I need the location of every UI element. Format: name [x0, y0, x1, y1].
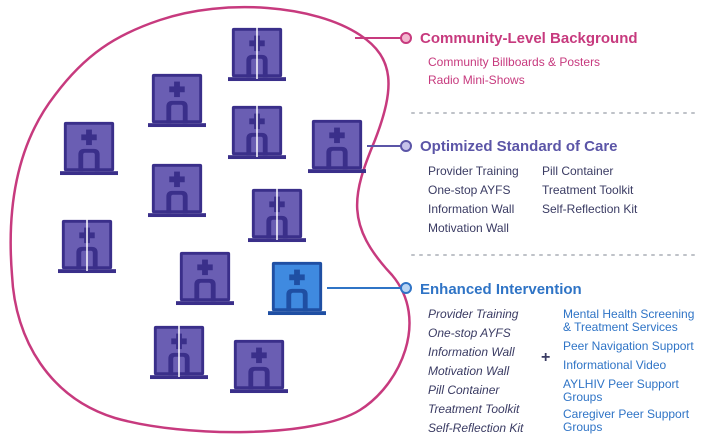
optimized-title: Optimized Standard of Care: [420, 138, 618, 155]
enhanced-item-aylhiv-1: AYLHIV Peer Support: [563, 377, 679, 391]
enhanced-item-pill-container: Pill Container: [428, 383, 500, 397]
enhanced-item-one-stop: One-stop AYFS: [428, 326, 511, 340]
enhanced-item-caregiver-2: Groups: [563, 420, 603, 434]
clinic-building-icon: [268, 261, 326, 316]
enhanced-item-mental-health-2: & Treatment Services: [563, 320, 678, 334]
clinic-building-icon: [60, 121, 118, 176]
clinic-building-icon: [248, 187, 306, 243]
enhanced-item-caregiver-1: Caregiver Peer Support: [563, 407, 690, 421]
enhanced-item-provider-training: Provider Training: [428, 307, 519, 321]
enhanced-item-aylhiv-2: Groups: [563, 390, 603, 404]
connector-community-dot: [400, 32, 412, 44]
enhanced-item-peer-navigation: Peer Navigation Support: [563, 339, 694, 353]
plus-sign: +: [541, 349, 551, 366]
clinic-building-icon: [308, 119, 366, 174]
clinic-building-icon: [148, 163, 206, 218]
optimized-item-information-wall: Information Wall: [428, 202, 515, 216]
optimized-item-provider-training: Provider Training: [428, 164, 519, 178]
enhanced-item-treatment-toolkit: Treatment Toolkit: [428, 402, 520, 416]
enhanced-item-information-wall: Information Wall: [428, 345, 515, 359]
connector-optimized-dot: [400, 140, 412, 152]
enhanced-item-self-reflection: Self-Reflection Kit: [428, 421, 524, 435]
enhanced-title: Enhanced Intervention: [420, 281, 582, 298]
connector-enhanced-dot: [400, 282, 412, 294]
enhanced-item-motivation-wall: Motivation Wall: [428, 364, 510, 378]
optimized-item-self-reflection: Self-Reflection Kit: [542, 202, 638, 216]
clinic-building-icon: [58, 218, 116, 274]
community-item-radio: Radio Mini-Shows: [428, 73, 525, 87]
optimized-item-motivation-wall: Motivation Wall: [428, 221, 509, 235]
enhanced-item-mental-health-1: Mental Health Screening: [563, 307, 695, 321]
optimized-item-treatment-toolkit: Treatment Toolkit: [542, 183, 634, 197]
clinic-building-icon: [176, 251, 234, 306]
community-boundary: [9, 5, 411, 434]
community-item-billboards: Community Billboards & Posters: [428, 55, 601, 69]
clinic-building-icon: [148, 73, 206, 128]
enhanced-item-informational-video: Informational Video: [563, 358, 667, 372]
clinic-building-icon: [230, 339, 288, 394]
optimized-item-pill-container: Pill Container: [542, 164, 614, 178]
optimized-item-one-stop: One-stop AYFS: [428, 183, 511, 197]
clinic-building-icon: [150, 324, 208, 380]
clinic-building-icon: [228, 104, 286, 160]
clinic-building-icon: [228, 26, 286, 82]
community-title: Community-Level Background: [420, 30, 638, 47]
